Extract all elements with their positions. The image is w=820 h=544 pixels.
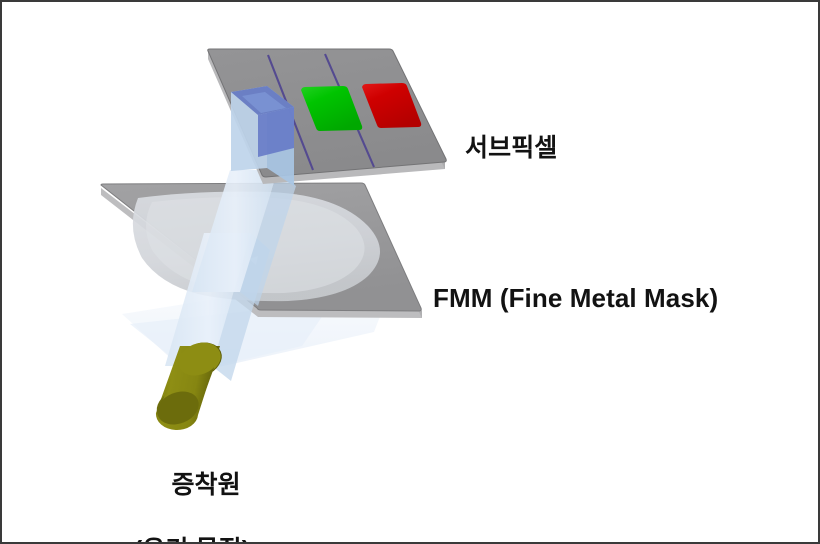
green-subpixel [301, 86, 363, 131]
source-cylinder [155, 342, 222, 431]
label-source-line2: (유기 물질) [100, 535, 284, 543]
label-source: 증착원 (유기 물질) [100, 439, 284, 543]
label-source-line1: 증착원 [171, 470, 241, 499]
vapor-beam-mid [192, 170, 296, 306]
label-fmm: FMM (Fine Metal Mask) [433, 283, 719, 313]
red-subpixel [362, 83, 422, 128]
label-subpixel: 서브픽셀 [465, 134, 558, 162]
vapor-beam-top [231, 86, 294, 186]
